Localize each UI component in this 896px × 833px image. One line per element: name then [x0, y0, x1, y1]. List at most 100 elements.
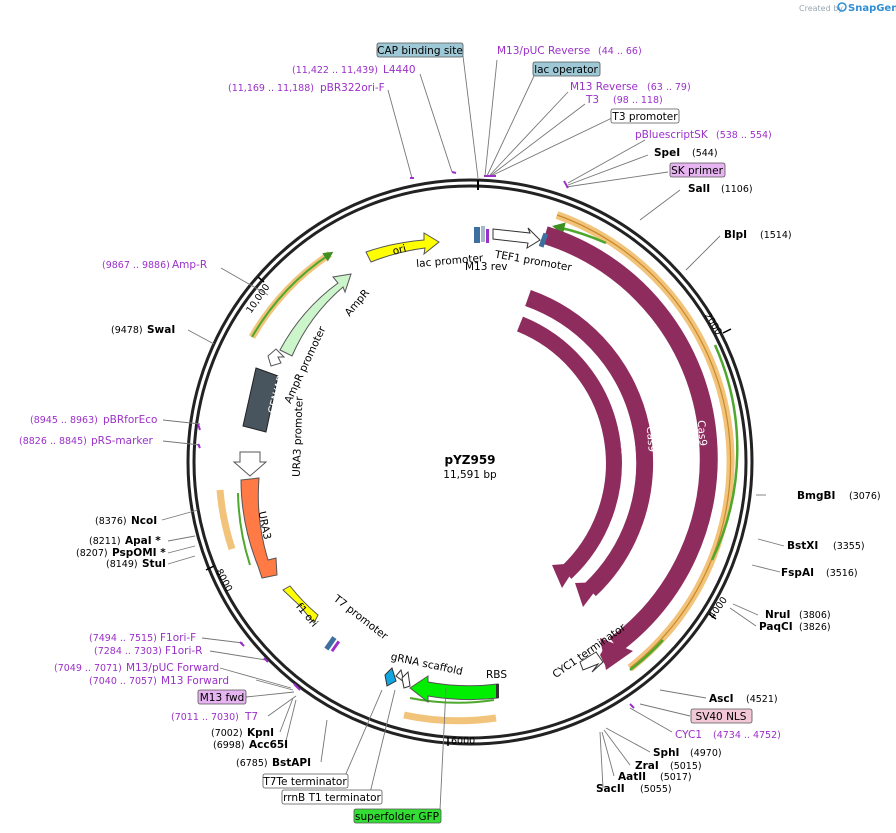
primer-range: (98 .. 118) — [613, 95, 663, 106]
primer-label: pRS-marker — [91, 435, 154, 447]
sv40-nls-box — [690, 708, 753, 724]
ura3-promoter-label: URA3 promoter — [291, 396, 306, 478]
site-position: (4970) — [690, 748, 722, 759]
cap-binding-site-box — [376, 42, 464, 58]
primer-range: (11,169 .. 11,188) — [228, 83, 314, 94]
site-name: BstAPI — [272, 757, 311, 769]
primer-range: (44 .. 66) — [598, 46, 642, 57]
primer-range: (11,422 .. 11,439) — [292, 65, 378, 76]
site-name: BmgBI — [797, 490, 835, 502]
site-position: (3806) — [799, 610, 831, 621]
site-name: AscI — [709, 693, 734, 705]
primer-band-ura3 — [216, 489, 251, 566]
primer-range: (7049 .. 7071) — [54, 663, 122, 674]
site-position: (3355) — [833, 541, 865, 552]
sk-primer-label: SK primer — [671, 165, 723, 177]
ori-feature — [365, 232, 440, 263]
site-name: NcoI — [131, 515, 157, 527]
cyc1-terminator-feature — [579, 648, 612, 673]
site-name: SphI — [653, 747, 679, 759]
credit-brand: SnapGene — [848, 3, 896, 14]
credit-prefix: Created by — [799, 4, 843, 13]
site-name: PaqCI — [759, 621, 793, 633]
primer-label: F1ori-R — [165, 645, 202, 657]
t3-promoter-box — [610, 108, 680, 124]
plasmid-length: 11,591 bp — [443, 469, 497, 481]
cap-binding-site-label: CAP binding site — [377, 45, 463, 57]
tick-label: 8000 — [213, 567, 234, 594]
site-name: Acc65I — [249, 739, 288, 751]
primer-band-cas9 — [552, 211, 739, 672]
site-position: (3076) — [849, 491, 881, 502]
primer-label: F1ori-F — [160, 632, 196, 644]
t3-promoter-label: T3 promoter — [611, 111, 678, 123]
primer-range: (8945 .. 8963) — [30, 415, 98, 426]
site-name: PspOMI * — [112, 547, 166, 559]
primer-range: (538 .. 554) — [716, 130, 772, 141]
site-position: (8211) — [89, 536, 121, 547]
site-position: (3826) — [799, 622, 831, 633]
primer-label: T3 — [585, 94, 599, 106]
cas9-label: Cas9 — [695, 420, 709, 447]
site-name: BstXI — [787, 540, 818, 552]
site-name: StuI — [142, 558, 166, 570]
primer-label: M13/pUC Reverse — [497, 45, 590, 57]
site-position: (1514) — [760, 230, 792, 241]
primer-label: pBRforEco — [103, 414, 157, 426]
primer-label: pBR322ori-F — [320, 82, 385, 94]
sk-primer-box — [669, 162, 726, 178]
t7-promoter-label: T7 promoter — [330, 592, 390, 643]
site-position: (1106) — [721, 184, 753, 195]
site-position: (6998) — [213, 740, 245, 751]
site-name: AatII — [618, 771, 646, 783]
site-name: FspAI — [781, 567, 814, 579]
site-position: (8376) — [95, 516, 127, 527]
primer-band-ampr — [248, 251, 334, 339]
primer-range: (63 .. 79) — [647, 82, 691, 93]
primer-range: (9867 .. 9886) — [102, 260, 170, 271]
primer-label: T7 — [244, 711, 258, 723]
ura3-promoter-arrow — [232, 451, 268, 477]
ampr-feature — [267, 273, 352, 367]
site-position: (5015) — [670, 761, 702, 772]
site-name: ZraI — [635, 760, 659, 772]
lac-promoter-label: lac promoter — [416, 252, 485, 270]
primer-range: (7040 .. 7057) — [89, 676, 157, 687]
site-position: (6785) — [236, 758, 268, 769]
m13-fwd-label: M13 fwd — [200, 692, 245, 704]
primer-label: M13 Reverse — [570, 81, 638, 93]
site-position: (9478) — [111, 325, 143, 336]
length-ticks — [205, 276, 732, 746]
site-position: (544) — [692, 148, 718, 159]
plasmid-name: pYZ959 — [444, 453, 495, 467]
site-name: BlpI — [724, 229, 747, 241]
site-position: (7002) — [211, 728, 243, 739]
primer-label: pBluescriptSK — [635, 129, 709, 141]
cas9-label: Cas9 — [617, 430, 631, 457]
site-name: ApaI * — [125, 535, 161, 547]
primer-marks — [197, 171, 635, 709]
site-name: SpeI — [654, 147, 680, 159]
lac-operator-label: lac operator — [534, 64, 598, 76]
t7te-terminator-label: T7Te terminator — [262, 776, 347, 788]
site-name: SwaI — [147, 324, 175, 336]
superfolder-gfp-box — [353, 808, 442, 824]
primer-label: M13/pUC Forward — [126, 662, 219, 674]
backbone-ring — [186, 178, 754, 746]
site-position: (8207) — [76, 548, 108, 559]
tick-label: 2000 — [702, 311, 724, 337]
sv40-nls-label: SV40 NLS — [696, 711, 747, 723]
site-position: (8149) — [106, 559, 138, 570]
primer-label: M13 Forward — [161, 675, 229, 687]
site-position: (4521) — [746, 694, 778, 705]
primer-range: (7284 .. 7303) — [94, 646, 162, 657]
rrnb-terminator-label: rrnB T1 terminator — [283, 792, 381, 804]
primer-label: Amp-R — [172, 259, 207, 271]
rbs-label: RBS — [486, 669, 507, 681]
m13-fwd-box — [197, 689, 247, 705]
tick-label: 6000 — [451, 736, 475, 747]
snapgene-logo-icon — [837, 2, 847, 12]
primer-range: (4734 .. 4752) — [713, 730, 781, 741]
f1ori-feature — [282, 585, 319, 624]
